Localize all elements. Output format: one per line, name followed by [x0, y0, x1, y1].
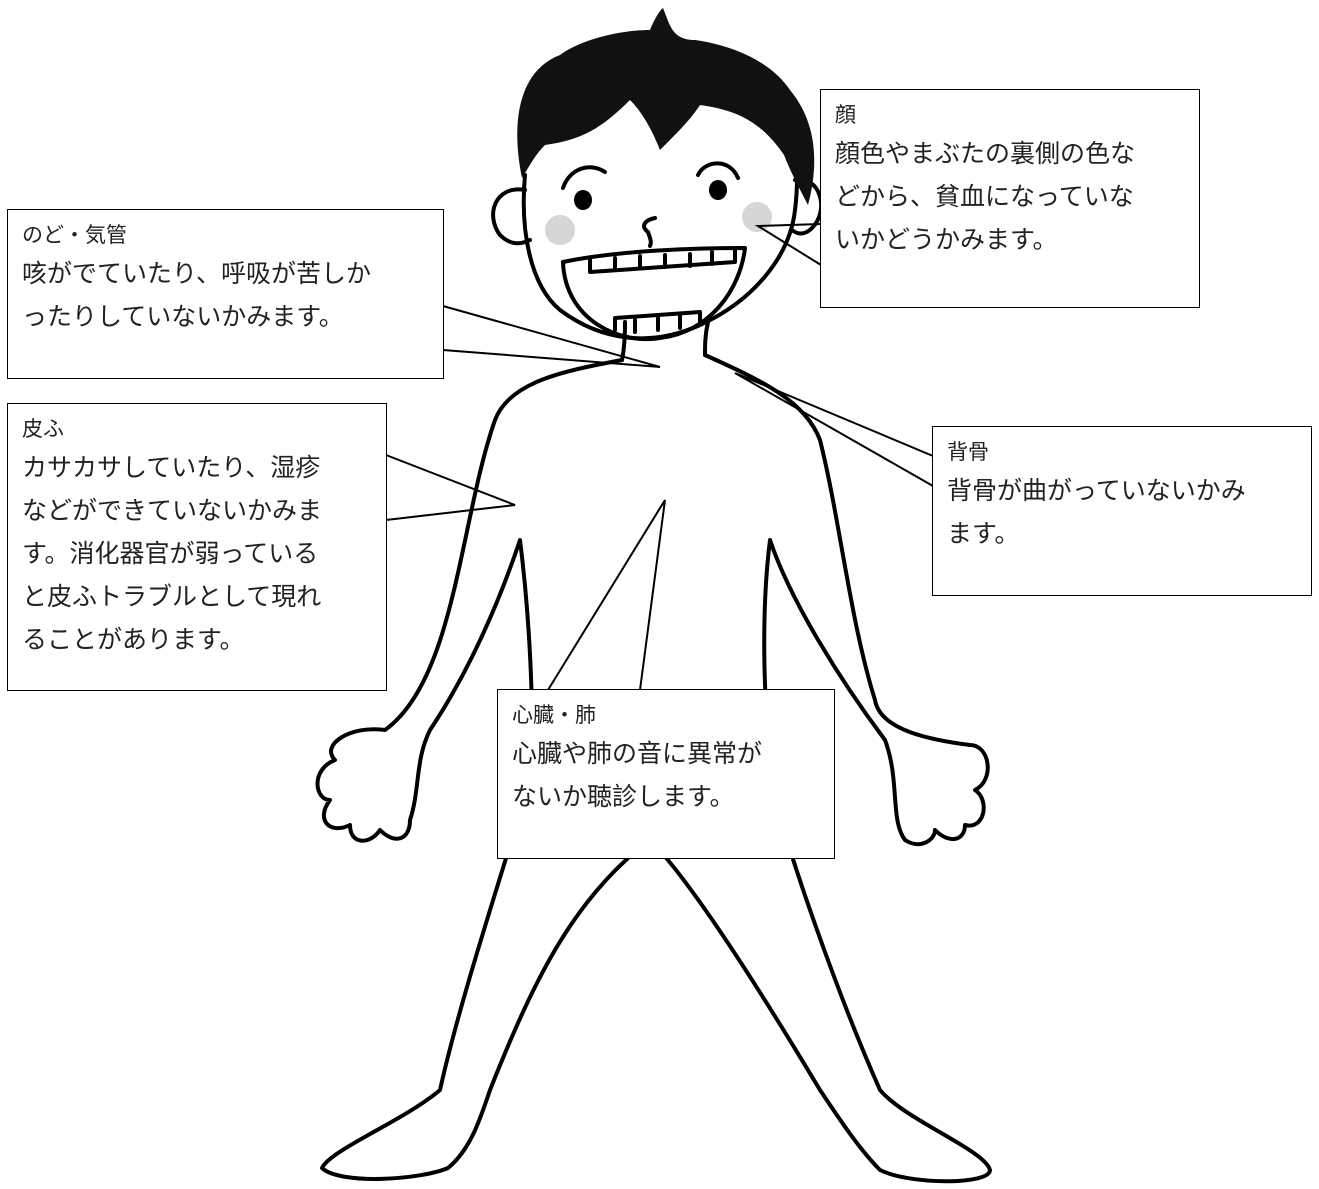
callout-heart-text: 心臓や肺の音に異常が ないか聴診します。 — [512, 739, 763, 811]
callout-face: 顔 顔色やまぶたの裏側の色な どから、貧血になっていな いかどうかみます。 — [821, 90, 1199, 307]
spine-pointer — [734, 372, 934, 487]
lower-teeth — [613, 310, 702, 334]
callout-face-title: 顔 — [835, 103, 856, 127]
mouth — [561, 246, 747, 342]
callout-skin-title: 皮ふ — [22, 417, 64, 441]
callout-throat-text: 咳がでていたり、呼吸が苦しか ったりしていないかみます。 — [22, 259, 372, 331]
right-eye — [709, 180, 727, 200]
callout-spine: 背骨 背骨が曲がっていないかみ ます。 — [933, 427, 1311, 595]
hair — [517, 8, 815, 205]
left-cheek — [545, 215, 575, 245]
callout-throat-title: のど・気管 — [22, 223, 127, 247]
callout-spine-title: 背骨 — [947, 440, 989, 464]
callout-skin: 皮ふ カサカサしていたり、湿疹 などができていないかみま す。消化器官が弱ってい… — [8, 404, 386, 690]
right-cheek — [742, 202, 772, 232]
callout-spine-text: 背骨が曲がっていないかみ ます。 — [947, 476, 1246, 548]
callout-throat: のど・気管 咳がでていたり、呼吸が苦しか ったりしていないかみます。 — [8, 210, 443, 378]
left-ear — [491, 187, 532, 246]
upper-teeth — [588, 248, 737, 274]
nose — [642, 216, 657, 248]
callout-skin-text: カサカサしていたり、湿疹 などができていないかみま す。消化器官が弱っている と… — [22, 453, 323, 654]
left-eyebrow — [561, 165, 607, 190]
callout-face-text: 顔色やまぶたの裏側の色な どから、貧血になっていな いかどうかみます。 — [835, 139, 1136, 254]
callout-heart: 心臓・肺 心臓や肺の音に異常が ないか聴診します。 — [498, 690, 834, 858]
skin-pointer — [385, 454, 516, 521]
heart-pointer — [547, 499, 666, 691]
face-pointer — [754, 223, 822, 266]
callout-heart-title: 心臓・肺 — [512, 703, 596, 727]
left-eye — [574, 190, 592, 210]
throat-pointer — [442, 305, 661, 368]
right-eyebrow — [696, 161, 740, 180]
